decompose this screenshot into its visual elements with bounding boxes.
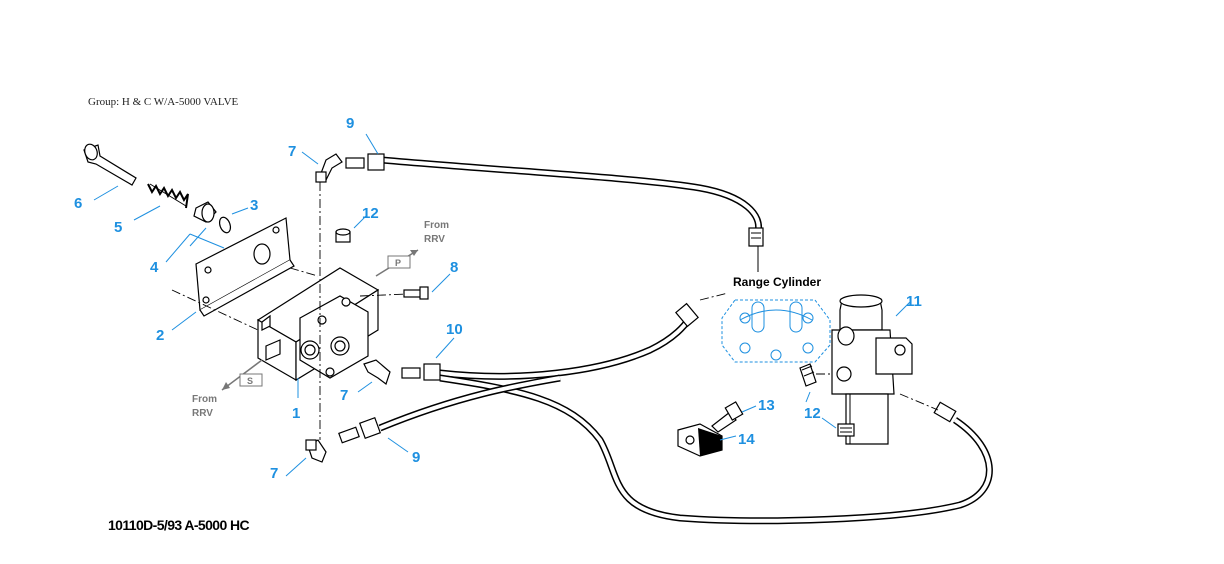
hose-fitting — [748, 227, 764, 247]
callout-11: 11 — [906, 293, 922, 310]
hose-s-end: S — [401, 363, 441, 381]
callout-4: 4 — [150, 259, 159, 276]
callout-5: 5 — [114, 219, 122, 236]
part-8-screw — [403, 286, 429, 300]
hose-l — [378, 374, 561, 432]
hose-s — [439, 302, 993, 525]
svg-text:P: P — [395, 258, 401, 268]
part-5-spring — [147, 183, 189, 209]
callout-7-mid: 7 — [340, 387, 348, 404]
hose-h — [381, 156, 764, 247]
hose-h-end: H — [345, 153, 385, 171]
callout-3: 3 — [250, 197, 258, 214]
callout-7-bottom: 7 — [270, 465, 278, 482]
svg-text:RRV: RRV — [192, 408, 213, 419]
part-1-valve-body — [256, 267, 380, 382]
callout-6: 6 — [74, 195, 82, 212]
hose-fitting — [933, 401, 957, 423]
callout-1: 1 — [292, 405, 300, 422]
callout-14: 14 — [738, 431, 755, 448]
svg-text:From: From — [192, 394, 217, 405]
svg-text:L: L — [366, 424, 372, 434]
callout-12-bottom: 12 — [804, 405, 821, 422]
part-7-elbow-mid — [363, 359, 391, 385]
svg-text:S: S — [247, 376, 253, 386]
from-rrv-top: From RRV — [375, 220, 449, 277]
part-13-screw — [711, 401, 744, 433]
hose-fitting — [675, 302, 699, 328]
part-3-cap — [193, 201, 232, 234]
part-12-plug-top — [335, 228, 351, 243]
from-rrv-bottom: From RRV — [192, 359, 263, 419]
drawing-reference: 10110D-5/93 A-5000 HC — [108, 517, 250, 533]
group-label: Group: H & C W/A-5000 VALVE — [88, 96, 239, 108]
svg-text:From: From — [424, 220, 449, 231]
part-7-elbow-low — [305, 439, 327, 463]
part-11-valve — [831, 294, 913, 445]
range-cylinder-ghost — [699, 246, 831, 363]
svg-text:S: S — [428, 368, 434, 378]
svg-text:RRV: RRV — [424, 234, 445, 245]
callout-7-top: 7 — [288, 143, 296, 160]
callout-10: 10 — [446, 321, 463, 338]
hose-l-end: L — [338, 416, 382, 444]
part-12-fitting-side — [799, 363, 817, 387]
callout-2: 2 — [156, 327, 164, 344]
part-6-pin — [83, 143, 137, 186]
callout-13: 13 — [758, 397, 775, 414]
callout-9-bottom: 9 — [412, 449, 420, 466]
range-cylinder-label: Range Cylinder — [733, 275, 821, 289]
callout-12-top: 12 — [362, 205, 379, 222]
port-s-badge: S — [239, 373, 263, 387]
callout-8: 8 — [450, 259, 458, 276]
svg-text:H: H — [371, 158, 378, 168]
part-12-fitting-bottom — [837, 423, 855, 437]
part-14-clamp — [677, 423, 723, 457]
port-p-badge: P — [387, 255, 411, 269]
part-7-elbow-top — [315, 153, 343, 183]
callout-9-top: 9 — [346, 115, 354, 132]
part-2-plate — [195, 217, 295, 317]
